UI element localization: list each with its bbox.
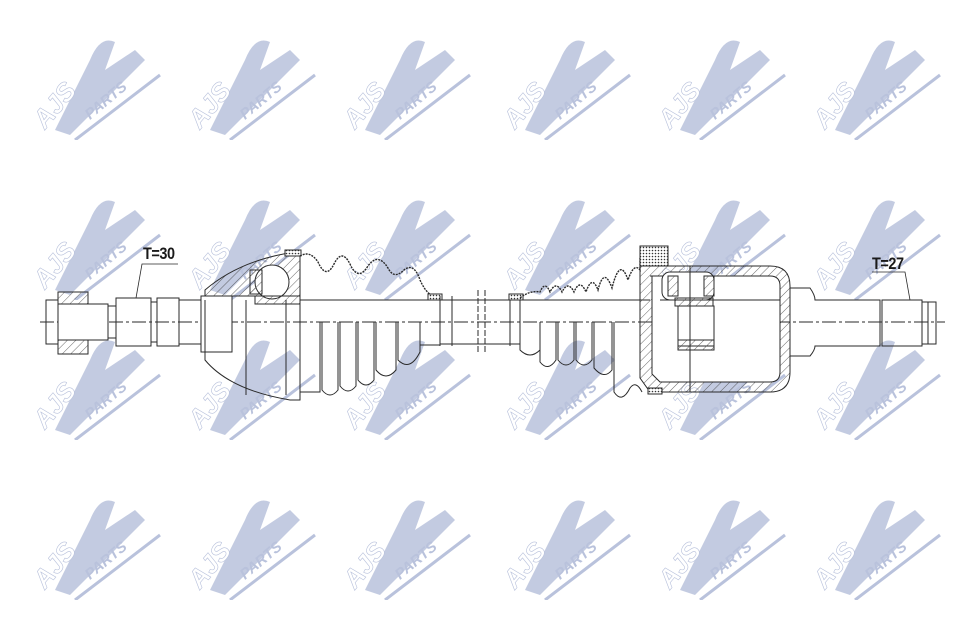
left-hub-nut [45, 291, 109, 355]
spline-label-left: T=30 [143, 244, 175, 263]
outer-cv-joint [200, 249, 302, 401]
main-shaft [300, 290, 650, 352]
outer-boot-top [299, 253, 441, 299]
leader-left [135, 263, 178, 299]
inner-boot-top [519, 258, 641, 299]
inner-boot-clamp-small [508, 293, 524, 301]
inner-boot-bottom [519, 322, 643, 398]
leader-right [872, 271, 911, 301]
outer-boot-bottom [299, 322, 441, 396]
spline-label-right: T=27 [872, 254, 904, 273]
inner-tripod-joint [639, 245, 791, 395]
left-spline-shaft [107, 297, 202, 347]
right-stub-shaft [790, 287, 937, 357]
